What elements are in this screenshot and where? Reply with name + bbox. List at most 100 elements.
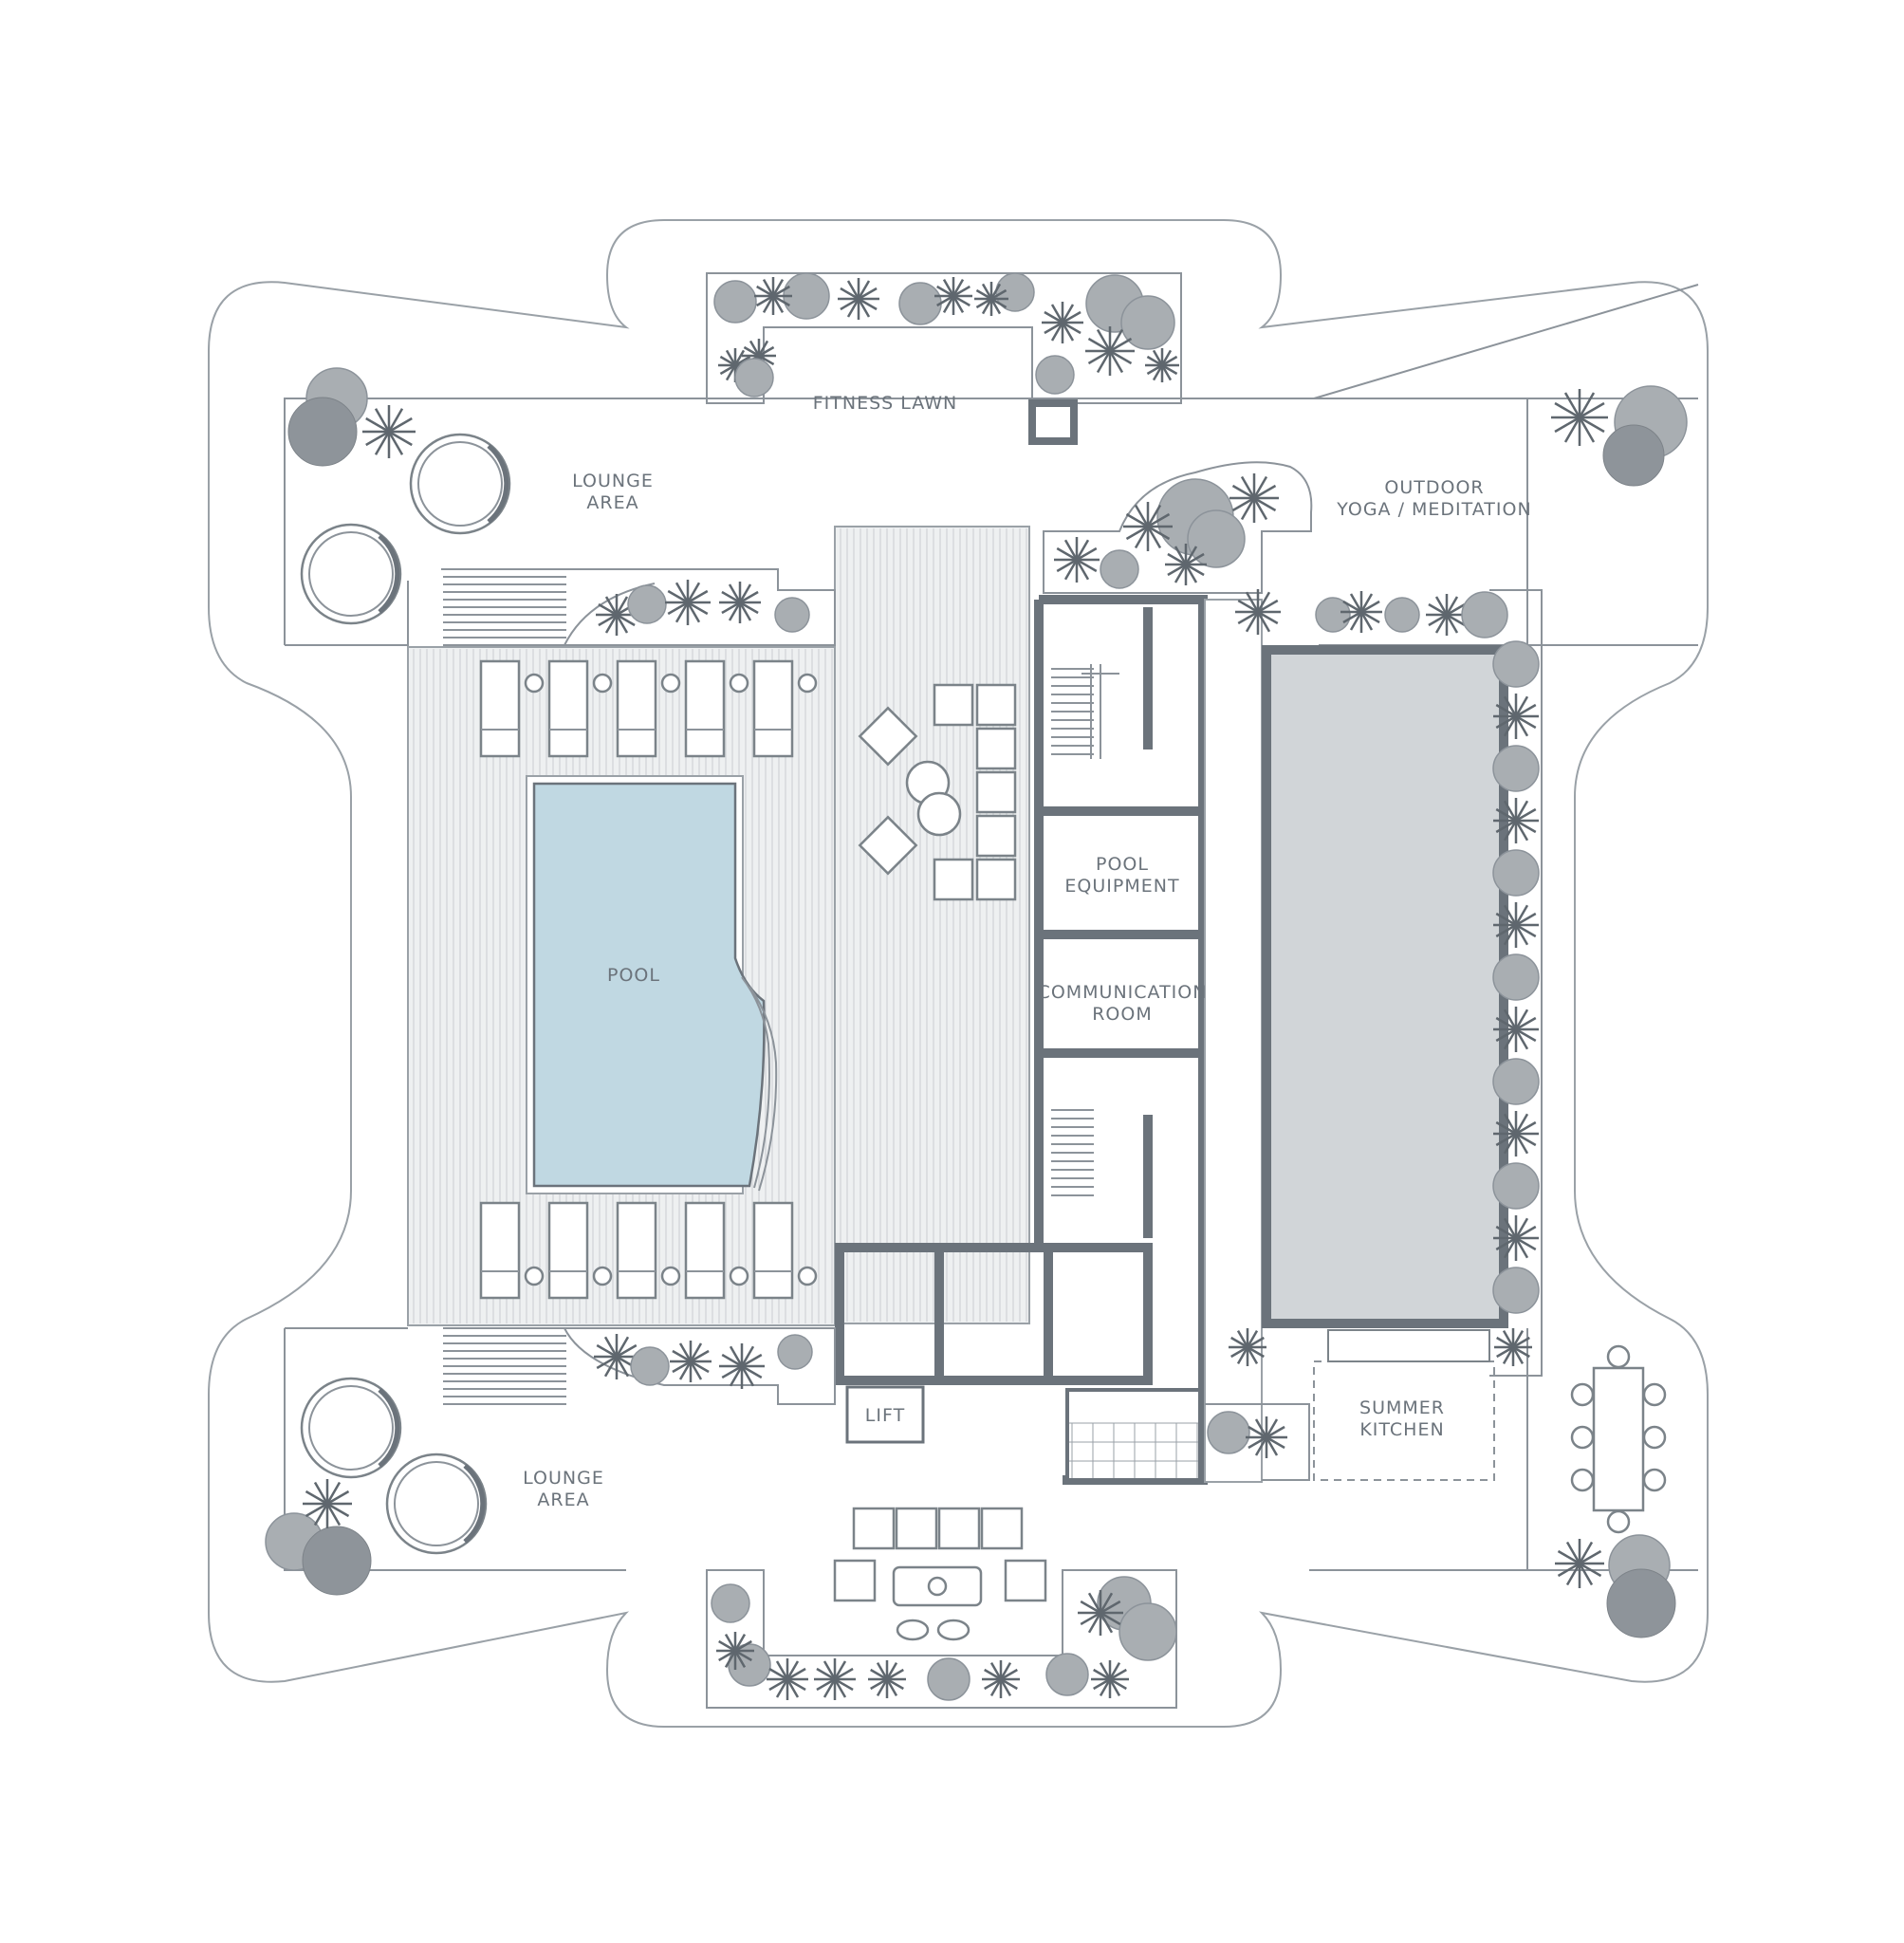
shrub-branch: [1230, 1336, 1248, 1349]
shrub-branch: [603, 1336, 619, 1358]
lounge-pod: [385, 1453, 488, 1555]
shrub-branch: [1342, 600, 1362, 614]
shrub-branch: [1495, 1132, 1517, 1147]
shrub-branch: [1152, 364, 1164, 381]
shrub-branch: [1446, 613, 1466, 627]
shrub-branch: [990, 288, 1007, 301]
shrub-branch: [1050, 322, 1064, 342]
tree: [927, 1657, 970, 1701]
shrub: [1235, 589, 1281, 635]
shrub-branch: [1125, 525, 1149, 541]
shrub-branch: [729, 1365, 744, 1387]
shrub-branch: [596, 1355, 618, 1370]
shrub-branch: [1514, 715, 1529, 737]
shrub-branch: [616, 1343, 638, 1359]
shrub-branch: [387, 408, 404, 433]
summer-kitchen-zone: [1313, 1360, 1495, 1481]
shrub-branch: [1108, 1678, 1121, 1696]
shrub-branch: [690, 1360, 710, 1374]
shrub-branch: [1256, 591, 1271, 613]
shrub-branch: [1256, 611, 1271, 633]
shrub-branch: [1185, 552, 1205, 566]
shrub: [670, 1341, 712, 1382]
shrub-branch: [1134, 526, 1150, 549]
shrub-branch: [1146, 363, 1163, 376]
shrub-branch: [738, 601, 752, 621]
shrub-branch: [721, 1364, 743, 1379]
shrub-branch: [1245, 591, 1260, 613]
tree: [1118, 1602, 1177, 1661]
shrub-branch: [1445, 614, 1459, 634]
shrub-branch: [1514, 924, 1529, 946]
shrub-branch: [1342, 610, 1362, 624]
sunbed: [479, 659, 521, 758]
sunbed: [616, 1201, 657, 1300]
shrub-branch: [952, 285, 970, 298]
shrub: [754, 277, 792, 315]
shrub-branch: [1496, 1345, 1514, 1359]
shrub: [1165, 544, 1207, 585]
inner-edge-top: [284, 284, 1699, 645]
shrub-branch: [1160, 364, 1173, 381]
shrub-branch: [728, 601, 742, 621]
shrub-branch: [1062, 321, 1081, 335]
shrub-branch: [952, 279, 965, 297]
shrub: [1493, 1111, 1539, 1157]
shrub-branch: [1146, 526, 1162, 549]
shrub-branch: [733, 1650, 747, 1668]
shrub-branch: [1515, 1225, 1537, 1240]
shrub-branch: [1265, 1436, 1279, 1456]
shrub-branch: [1359, 611, 1374, 631]
shrub-branch: [1502, 1330, 1515, 1348]
tree: [711, 1583, 750, 1623]
shrub-branch: [1247, 1336, 1265, 1349]
shrub-branch: [1503, 800, 1518, 822]
shrub-branch: [1495, 1016, 1517, 1031]
pool-label: POOL: [607, 965, 660, 986]
shrub-branch: [1514, 1028, 1529, 1050]
shrub-branch: [1000, 1677, 1018, 1691]
shrub-branch: [689, 1342, 703, 1362]
tree: [1120, 295, 1175, 350]
pool-equipment-label-2: EQUIPMENT: [1064, 876, 1179, 897]
communication-label-2: ROOM: [1092, 1004, 1153, 1025]
shrub-branch: [721, 601, 741, 615]
shrub-branch: [1248, 1435, 1267, 1450]
shrub: [716, 1632, 754, 1670]
core-inner-wall: [1044, 607, 1203, 1238]
shrub-branch: [1579, 1549, 1602, 1565]
shrub: [1493, 1215, 1539, 1261]
shrub-branch: [757, 340, 769, 357]
shrub-branch: [786, 1660, 800, 1680]
shrub-branch: [686, 582, 701, 603]
shrub-branch: [325, 1503, 342, 1527]
shrub-branch: [675, 601, 690, 623]
shrub-branch: [1495, 703, 1517, 718]
shrub-branch: [738, 583, 752, 603]
shrub-branch: [598, 613, 618, 627]
tree: [734, 358, 774, 398]
shrub-branch: [1515, 807, 1537, 823]
shrub-branch: [741, 1364, 763, 1379]
sunbeds-bottom: [479, 1201, 818, 1300]
shrub-branch: [975, 288, 992, 301]
side-table: [797, 1266, 818, 1286]
shrub-branch: [1360, 610, 1380, 624]
tree: [1315, 597, 1351, 633]
planter-top: [706, 272, 1182, 404]
shrub-branch: [374, 408, 391, 433]
shrub-branch: [734, 355, 751, 367]
shrub-branch: [1099, 1592, 1114, 1614]
shrub-branch: [1428, 602, 1448, 617]
shrub-branch: [858, 297, 878, 311]
shrub-branch: [1511, 1346, 1525, 1364]
shrub-branch: [615, 614, 629, 634]
tree: [1492, 849, 1540, 897]
shrub-branch: [1146, 504, 1162, 527]
lounge-pod-back: [487, 444, 509, 524]
shrub-branch: [1514, 1113, 1529, 1135]
shrub-branch: [388, 416, 413, 434]
shrub-branch: [598, 602, 618, 617]
shrub-branch: [325, 1481, 342, 1505]
shrub-branch: [1109, 1677, 1127, 1691]
